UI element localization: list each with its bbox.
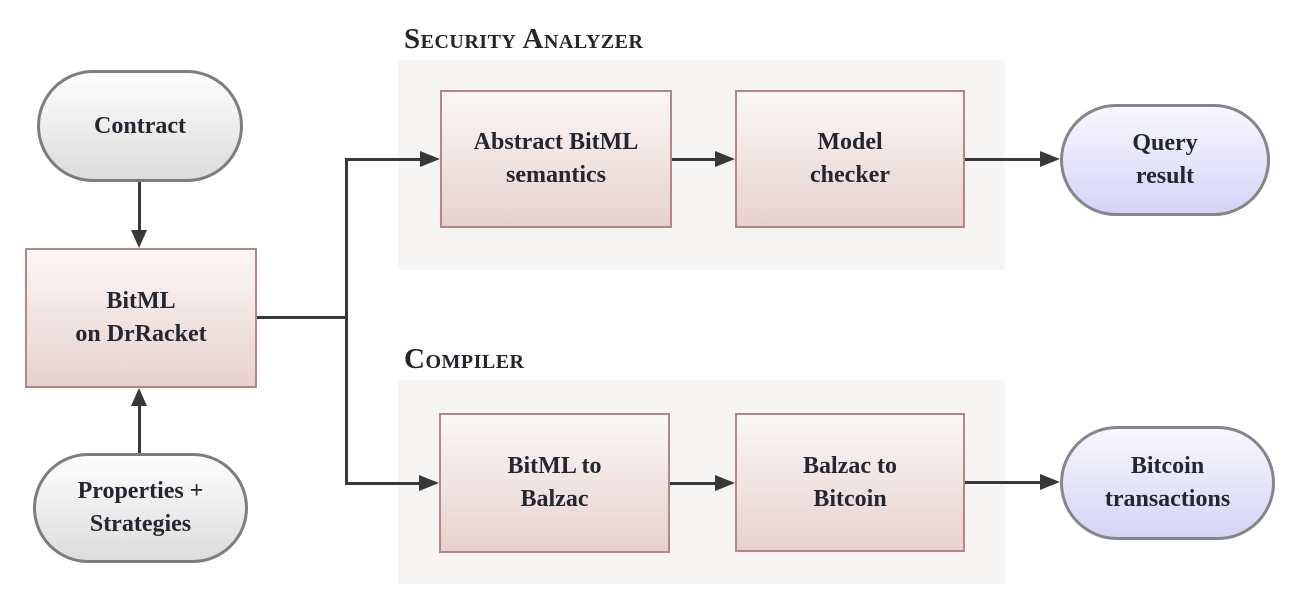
- connector-abstract-to-model-checker: [672, 158, 715, 161]
- node-label-line: Model: [817, 129, 883, 155]
- security-analyzer-heading: Security Analyzer: [404, 23, 644, 55]
- node-properties-strategies: Properties + Strategies: [33, 453, 248, 563]
- connector-contract-to-bitml: [138, 182, 141, 232]
- node-bitml-on-drracket: BitML on DrRacket: [25, 248, 257, 388]
- node-bitcoin-transactions: Bitcoin transactions: [1060, 426, 1275, 540]
- node-label-line: on DrRacket: [75, 321, 207, 347]
- connector-bitml-to-junction: [256, 316, 348, 319]
- arrowhead-into-bitcoin-transactions: [1040, 474, 1060, 490]
- node-label-line: Contract: [94, 112, 186, 139]
- node-abstract-bitml-semantics: Abstract BitML semantics: [440, 90, 672, 228]
- node-label-line: transactions: [1104, 486, 1231, 512]
- node-balzac-to-bitcoin: Balzac to Bitcoin: [735, 413, 965, 552]
- node-label-line: Strategies: [89, 511, 192, 537]
- node-label-line: Query: [1132, 130, 1198, 156]
- node-label-line: Bitcoin: [813, 485, 887, 512]
- connector-balzac-to-bitcoin-box: [670, 482, 715, 485]
- node-model-checker: Model checker: [735, 90, 965, 228]
- node-label-line: checker: [810, 162, 890, 188]
- connector-to-bitcoin-transactions: [965, 481, 1040, 484]
- node-contract: Contract: [37, 70, 243, 182]
- connector-model-checker-to-query-result: [965, 158, 1040, 161]
- node-query-result: Query result: [1060, 104, 1270, 216]
- node-label-line: Balzac: [520, 486, 589, 512]
- arrowhead-into-model-checker: [715, 151, 735, 167]
- node-label-line: semantics: [506, 162, 606, 188]
- node-label-line: Abstract BitML: [473, 129, 639, 155]
- arrowhead-into-balzac-to-bitcoin: [715, 475, 735, 491]
- connector-junction-to-abstract-semantics: [345, 158, 420, 161]
- arrowhead-into-abstract-semantics: [420, 151, 440, 167]
- connector-properties-to-bitml: [138, 404, 141, 453]
- node-bitml-to-balzac: BitML to Balzac: [439, 413, 670, 553]
- arrowhead-into-bitml-bottom: [131, 388, 147, 406]
- connector-junction-to-bitml-to-balzac: [345, 482, 419, 485]
- junction-trunk: [345, 158, 348, 485]
- arrowhead-into-bitml-to-balzac: [419, 475, 439, 491]
- node-label-line: Bitcoin: [1130, 453, 1205, 479]
- node-label-line: BitML: [106, 288, 176, 314]
- arrowhead-into-query-result: [1040, 151, 1060, 167]
- node-label-line: result: [1135, 163, 1195, 189]
- compiler-heading: Compiler: [404, 343, 525, 375]
- arrowhead-into-bitml-top: [131, 230, 147, 248]
- node-label-line: Balzac to: [803, 452, 897, 479]
- node-label-line: Properties +: [77, 478, 204, 504]
- node-label-line: BitML to: [507, 453, 602, 479]
